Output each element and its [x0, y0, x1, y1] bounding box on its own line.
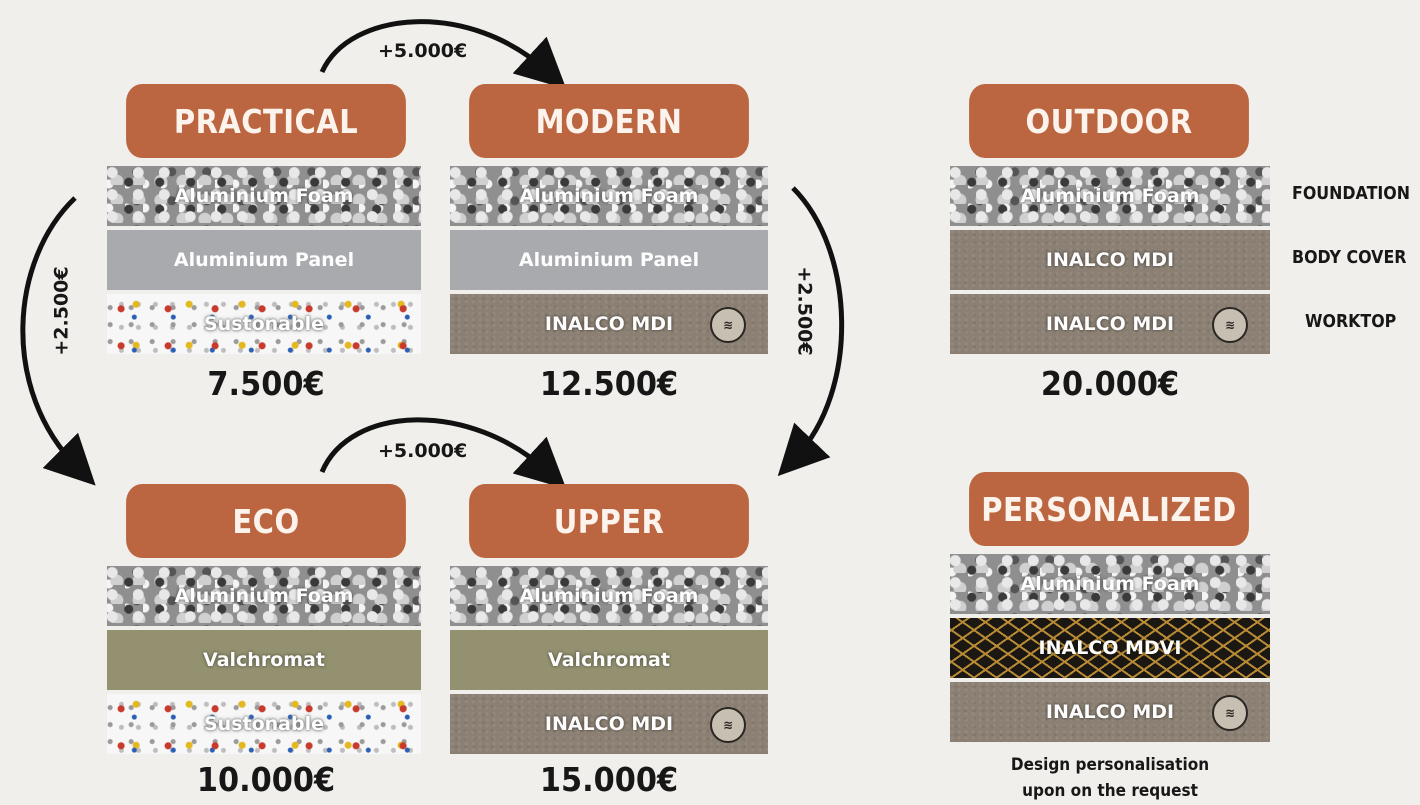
- layer-body-cover: INALCO MDVI: [950, 618, 1270, 678]
- package-price: 7.500€: [207, 364, 325, 403]
- layer-body-cover: Valchromat: [107, 630, 421, 690]
- layer-worktop: INALCO MDI ≋: [950, 682, 1270, 742]
- layer-label: Sustonable: [203, 313, 324, 335]
- layer-label: Aluminium Foam: [1020, 573, 1200, 595]
- arrow-practical-to-eco: [20, 196, 96, 486]
- layer-label: INALCO MDI: [544, 713, 674, 735]
- layer-body-cover: INALCO MDI: [950, 230, 1270, 290]
- layer-body-cover: Aluminium Panel: [107, 230, 421, 290]
- layer-label-foundation: FOUNDATION: [1292, 183, 1411, 204]
- layer-body-cover: Valchromat: [450, 630, 768, 690]
- arrow-eco-to-upper: [319, 417, 567, 489]
- layer-label: Aluminium Foam: [519, 585, 699, 607]
- induction-hob-icon: ≋: [710, 307, 746, 343]
- package-price: 15.000€: [539, 760, 679, 799]
- note-line-2: upon on the request: [1022, 781, 1198, 801]
- upgrade-label-practical-modern: +5.000€: [378, 40, 468, 62]
- layer-label: Sustonable: [203, 713, 324, 735]
- package-price: 20.000€: [1040, 364, 1180, 403]
- layer-foundation: Aluminium Foam: [950, 166, 1270, 226]
- upgrade-label-eco-upper: +5.000€: [378, 440, 468, 462]
- layer-label: Aluminium Panel: [518, 249, 700, 271]
- layer-foundation: Aluminium Foam: [450, 166, 768, 226]
- layer-label: INALCO MDI: [1045, 701, 1175, 723]
- layer-label: INALCO MDI: [1045, 313, 1175, 335]
- package-title: PRACTICAL: [126, 84, 406, 158]
- layer-label: Aluminium Foam: [174, 585, 354, 607]
- layer-worktop: Sustonable: [107, 694, 421, 754]
- arrow-modern-to-upper: [777, 186, 845, 477]
- arrow-practical-to-modern: [319, 19, 567, 89]
- layer-label: Aluminium Foam: [519, 185, 699, 207]
- layer-foundation: Aluminium Foam: [107, 166, 421, 226]
- layer-foundation: Aluminium Foam: [450, 566, 768, 626]
- upgrade-label-modern-upper: +2.500€: [793, 266, 816, 356]
- layer-foundation: Aluminium Foam: [107, 566, 421, 626]
- layer-label: INALCO MDI: [1045, 249, 1175, 271]
- layer-label-body-cover: BODY COVER: [1292, 247, 1407, 268]
- layer-foundation: Aluminium Foam: [950, 554, 1270, 614]
- package-title: UPPER: [469, 484, 749, 558]
- layer-worktop: INALCO MDI ≋: [950, 294, 1270, 354]
- layer-label: Valchromat: [203, 649, 325, 671]
- induction-hob-icon: ≋: [710, 707, 746, 743]
- package-price: 12.500€: [539, 364, 679, 403]
- personalized-note: Design personalisation upon on the reque…: [966, 752, 1254, 804]
- layer-label: INALCO MDI: [544, 313, 674, 335]
- upgrade-label-practical-eco: +2.500€: [50, 266, 73, 356]
- package-title: MODERN: [469, 84, 749, 158]
- layer-label-worktop: WORKTOP: [1305, 311, 1397, 332]
- layer-label: Aluminium Panel: [173, 249, 355, 271]
- package-title: PERSONALIZED: [969, 472, 1249, 546]
- induction-hob-icon: ≋: [1212, 695, 1248, 731]
- package-title: ECO: [126, 484, 406, 558]
- layer-label: Valchromat: [548, 649, 670, 671]
- layer-label: INALCO MDVI: [1038, 637, 1182, 659]
- layer-worktop: INALCO MDI ≋: [450, 694, 768, 754]
- note-line-1: Design personalisation: [1010, 755, 1210, 775]
- layer-label: Aluminium Foam: [174, 185, 354, 207]
- layer-body-cover: Aluminium Panel: [450, 230, 768, 290]
- package-title: OUTDOOR: [969, 84, 1249, 158]
- layer-label: Aluminium Foam: [1020, 185, 1200, 207]
- layer-worktop: Sustonable: [107, 294, 421, 354]
- package-price: 10.000€: [196, 760, 336, 799]
- layer-worktop: INALCO MDI ≋: [450, 294, 768, 354]
- induction-hob-icon: ≋: [1212, 307, 1248, 343]
